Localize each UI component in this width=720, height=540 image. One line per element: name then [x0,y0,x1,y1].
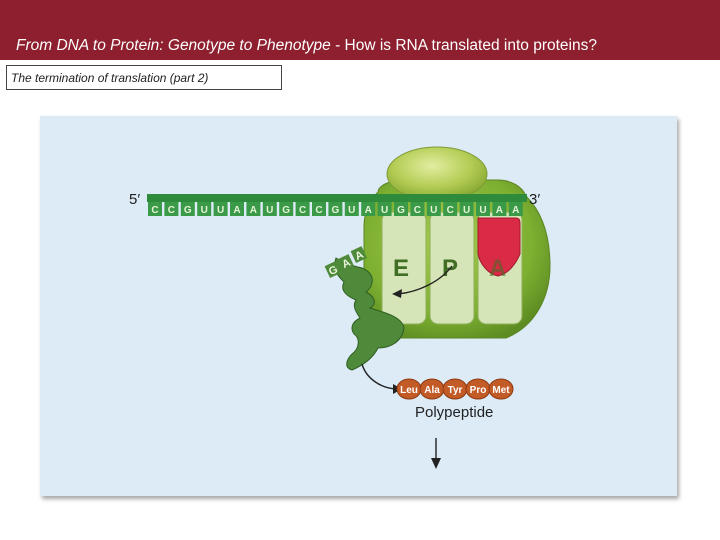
amino-acid-label: Ala [424,385,440,396]
mrna-base-letter: U [381,205,388,216]
mrna-base-letter: C [168,205,175,216]
down-arrow-head [431,458,441,469]
polypeptide-release-arrow [362,364,396,389]
mrna-base-letter: U [266,205,273,216]
mrna-base-letter: A [233,205,240,216]
mrna-base-letter: G [282,205,290,216]
mrna-base-letter: C [315,205,322,216]
mrna-base-letter: U [463,205,470,216]
mrna-base-letter: C [447,205,454,216]
mrna-base-letter: A [512,205,519,216]
mrna-base-letter: A [496,205,503,216]
slide-title: From DNA to Protein: Genotype to Phenoty… [16,37,597,55]
mrna-base-letter: U [201,205,208,216]
ribosome-small-subunit [387,147,487,201]
amino-acid-label: Leu [400,385,418,396]
mrna-base-letter: C [299,205,306,216]
figure-caption-box: The termination of translation (part 2) [6,65,282,90]
mrna-base-letter: C [414,205,421,216]
mrna-3-prime-label: 3′ [529,191,540,208]
mrna-5-prime-label: 5′ [129,191,140,208]
slide-title-suffix: - How is RNA translated into proteins? [331,37,597,54]
mrna-base-letter: G [332,205,340,216]
mrna-base-letter: U [348,205,355,216]
polypeptide-chain: Leu Ala Tyr Pro Met [397,379,513,399]
mrna-base-letter: A [365,205,372,216]
site-label-e: E [393,255,409,282]
amino-acid-label: Tyr [448,385,463,396]
mrna-base-letter: A [250,205,257,216]
amino-acid-label: Met [492,385,510,396]
mrna-base-letter: C [151,205,158,216]
mrna-base-letter: U [217,205,224,216]
header-bar: From DNA to Protein: Genotype to Phenoty… [0,0,720,60]
mrna-base-letter: G [397,205,405,216]
slide-title-prefix: From DNA to Protein: Genotype to Phenoty… [16,37,331,54]
figure-caption: The termination of translation (part 2) [11,71,208,85]
mrna-base-letter: G [184,205,192,216]
amino-acid-label: Pro [470,385,487,396]
site-label-a: A [489,255,506,282]
mrna-base-letter: U [430,205,437,216]
mrna-base-letter: U [479,205,486,216]
mrna-backbone [147,194,527,202]
polypeptide-label: Polypeptide [415,404,493,421]
